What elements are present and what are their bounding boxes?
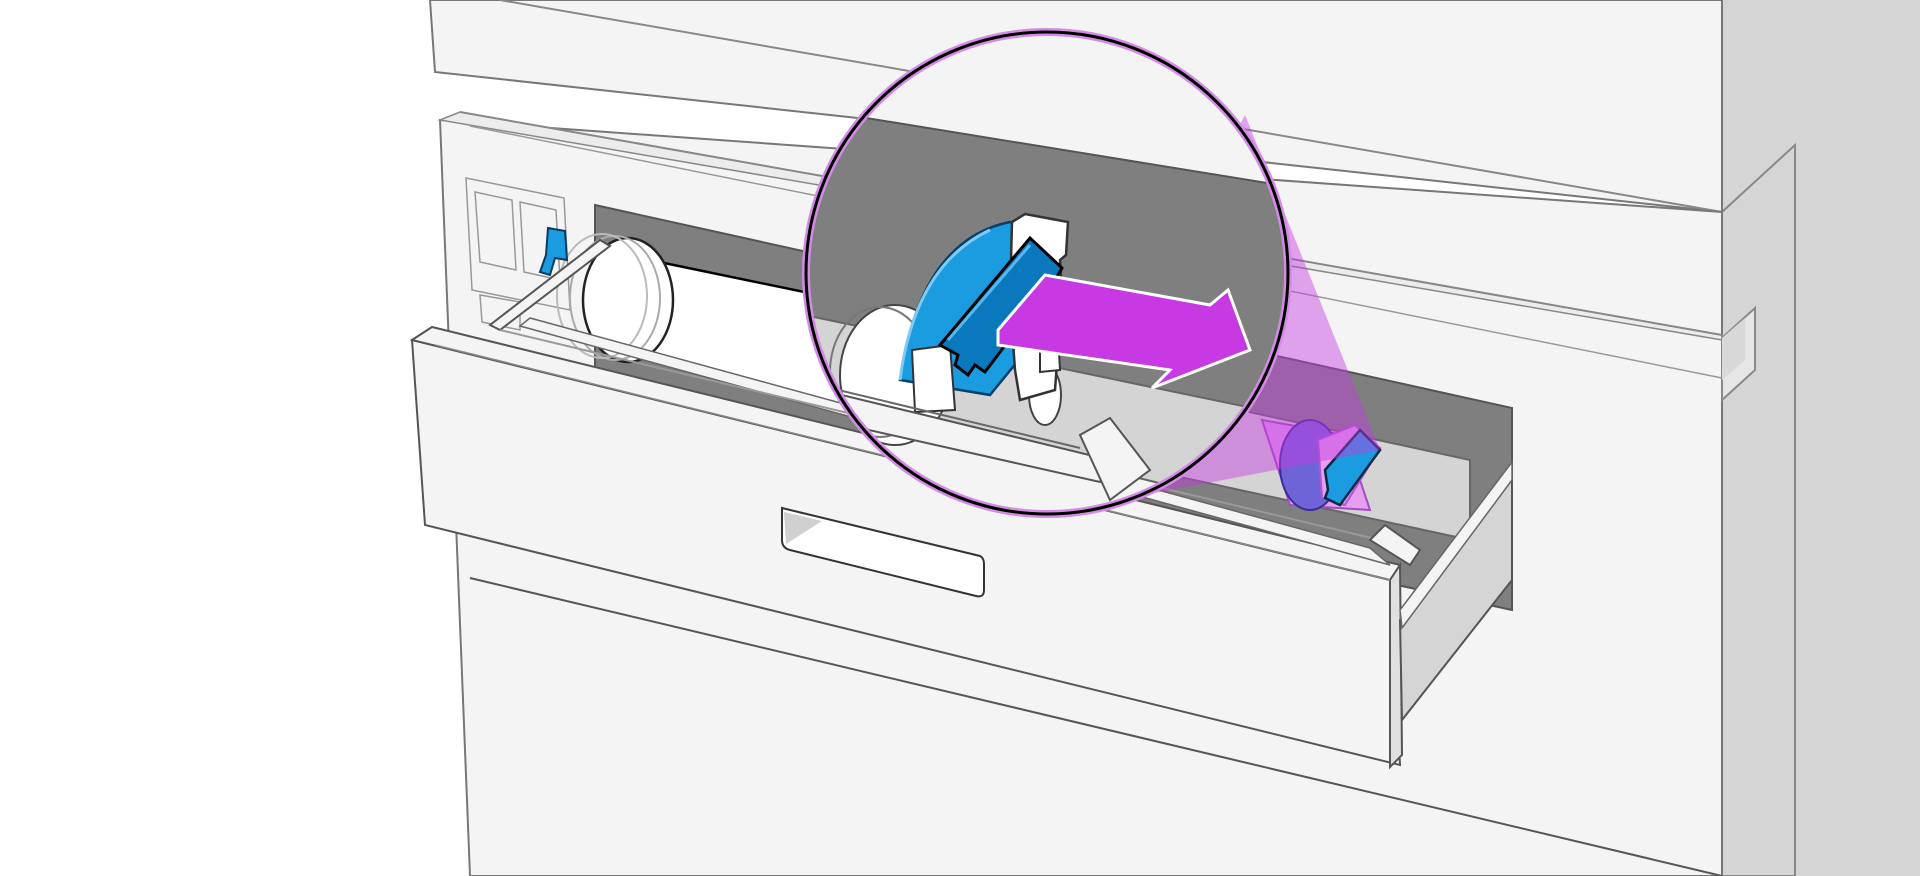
arrow-right-icon [996, 273, 1252, 390]
right-hub-highlight [1260, 418, 1382, 512]
printer-side-panel [1721, 0, 1920, 876]
spindle-stop-icon [937, 235, 1064, 378]
drawer-handle-icon[interactable] [781, 506, 985, 598]
drawer-side-wall [1398, 459, 1513, 723]
zoom-callout [802, 28, 1292, 518]
left-spindle-stop [538, 226, 569, 277]
